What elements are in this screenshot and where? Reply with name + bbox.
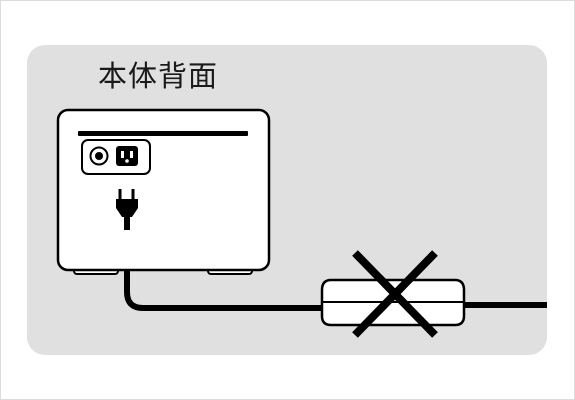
dc-jack-icon xyxy=(89,146,109,166)
power-strip-icon xyxy=(320,278,466,327)
x-mark-icon xyxy=(352,250,438,338)
ac-inlet-icon xyxy=(116,146,138,166)
device-body xyxy=(56,108,271,275)
power-cable xyxy=(124,225,325,311)
caption-label: 本体背面 xyxy=(98,59,219,93)
ac-plug-icon xyxy=(116,189,138,230)
